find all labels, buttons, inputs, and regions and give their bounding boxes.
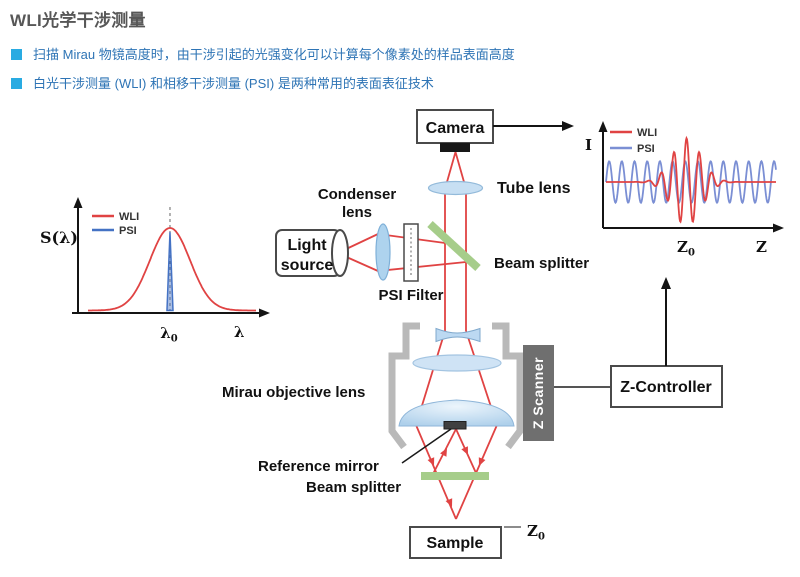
interferogram-x-arrowhead-icon <box>773 223 784 233</box>
interferogram-wli-curve <box>606 135 776 224</box>
spectrum-y-arrowhead-icon <box>73 197 83 208</box>
bullet-item-1: 扫描 Mirau 物镜高度时，由干涉引起的光强变化可以计算每个像素处的样品表面高… <box>10 46 792 63</box>
tube-lens-label: Tube lens <box>497 180 571 197</box>
z-controller-block: Z-Controller <box>610 277 723 408</box>
z-scanner-block: Z Scanner <box>523 345 611 441</box>
interferogram-x-label: Z <box>756 238 767 256</box>
bullet-square-icon <box>11 78 22 89</box>
interferogram-y-label: I <box>585 136 592 154</box>
bullet-text: 白光干涉测量 (WLI) 和相移干涉测量 (PSI) 是两种常用的表面表征技术 <box>33 76 434 91</box>
ray-arrowhead <box>461 446 468 455</box>
camera-sensor <box>440 143 470 152</box>
objective-middle-lens <box>412 354 502 372</box>
light-source-label-2: source <box>281 257 334 274</box>
light-source-label-1: Light <box>287 237 327 254</box>
spectrum-legend-wli-label: WLI <box>119 211 139 223</box>
bullet-item-2: 白光干涉测量 (WLI) 和相移干涉测量 (PSI) 是两种常用的表面表征技术 <box>10 75 792 92</box>
spectrum-x-arrowhead-icon <box>259 308 270 318</box>
z-scanner-box <box>523 345 554 441</box>
mirau-objective-label: Mirau objective lens <box>222 384 365 401</box>
spectrum-x-label: λ <box>234 323 245 341</box>
light-source-block: Light source <box>275 229 349 277</box>
objective-top-lens <box>435 327 481 343</box>
spectrum-psi-curve <box>166 232 174 312</box>
ray-arrowhead <box>427 457 435 466</box>
condenser-lens-label-2: lens <box>342 204 372 221</box>
beam-splitter-bottom <box>421 472 489 480</box>
ray-arrowhead <box>445 498 453 507</box>
condenser-lens <box>375 223 391 281</box>
z-controller-label: Z-Controller <box>620 379 712 396</box>
ray-source-upper <box>341 233 446 252</box>
bullet-text: 扫描 Mirau 物镜高度时，由干涉引起的光强变化可以计算每个像素处的样品表面高… <box>33 47 515 62</box>
header: WLI光学干涉测量 扫描 Mirau 物镜高度时，由干涉引起的光强变化可以计算每… <box>10 6 792 104</box>
interferogram-x-tick-label: Z0 <box>677 238 695 259</box>
psi-filter-label: PSI Filter <box>378 287 443 304</box>
objective-front-lens <box>398 399 515 427</box>
interferogram-y-arrowhead-icon <box>598 121 608 132</box>
beam-splitter-bottom-label: Beam splitter <box>306 479 401 496</box>
beam-splitter-top <box>427 221 481 271</box>
interferogram-chart: I WLI PSI Z0 Z <box>585 121 784 259</box>
interferogram-legend-psi-label: PSI <box>637 143 655 155</box>
condenser-lens-label-1: Condenser <box>318 186 397 203</box>
page-title: WLI光学干涉测量 <box>10 11 146 30</box>
sample-height-label: Z0 <box>527 522 545 543</box>
psi-filter-block: PSI Filter <box>378 223 444 304</box>
sample-label: Sample <box>427 535 484 552</box>
reference-mirror-label: Reference mirror <box>258 458 379 475</box>
reference-mirror-pointer-line <box>401 428 452 464</box>
beam-splitter-top-label: Beam splitter <box>494 255 589 272</box>
spectrum-chart: S(λ) WLI PSI λ0 λ <box>40 197 270 345</box>
objective-housing-right <box>492 322 524 450</box>
interferogram-legend-wli-label: WLI <box>637 127 657 139</box>
tube-lens <box>427 180 484 196</box>
ray-arrowhead <box>478 457 486 466</box>
spectrum-legend-psi-label: PSI <box>119 225 137 237</box>
ray-arrowhead <box>440 448 447 457</box>
objective-housing-left <box>388 322 420 450</box>
z-scanner-label: Z Scanner <box>530 357 546 429</box>
spectrum-wli-curve <box>88 227 256 312</box>
spectrum-x-tick-label: λ0 <box>160 324 178 345</box>
bullet-square-icon <box>11 49 22 60</box>
lower-splitter-block: Reference mirror Beam splitter <box>258 428 489 496</box>
spectrum-y-label: S(λ) <box>40 228 78 247</box>
reference-mirror <box>443 421 467 430</box>
camera-block: Camera <box>416 109 574 152</box>
sample-box <box>409 526 502 559</box>
mirau-objective: Mirau objective lens <box>222 322 524 450</box>
camera-signal-arrowhead-icon <box>562 121 574 131</box>
light-source-end <box>331 229 349 277</box>
camera-label: Camera <box>426 120 485 137</box>
controller-graph-arrowhead-icon <box>661 277 671 289</box>
sample-block: Sample Z0 <box>409 522 545 559</box>
